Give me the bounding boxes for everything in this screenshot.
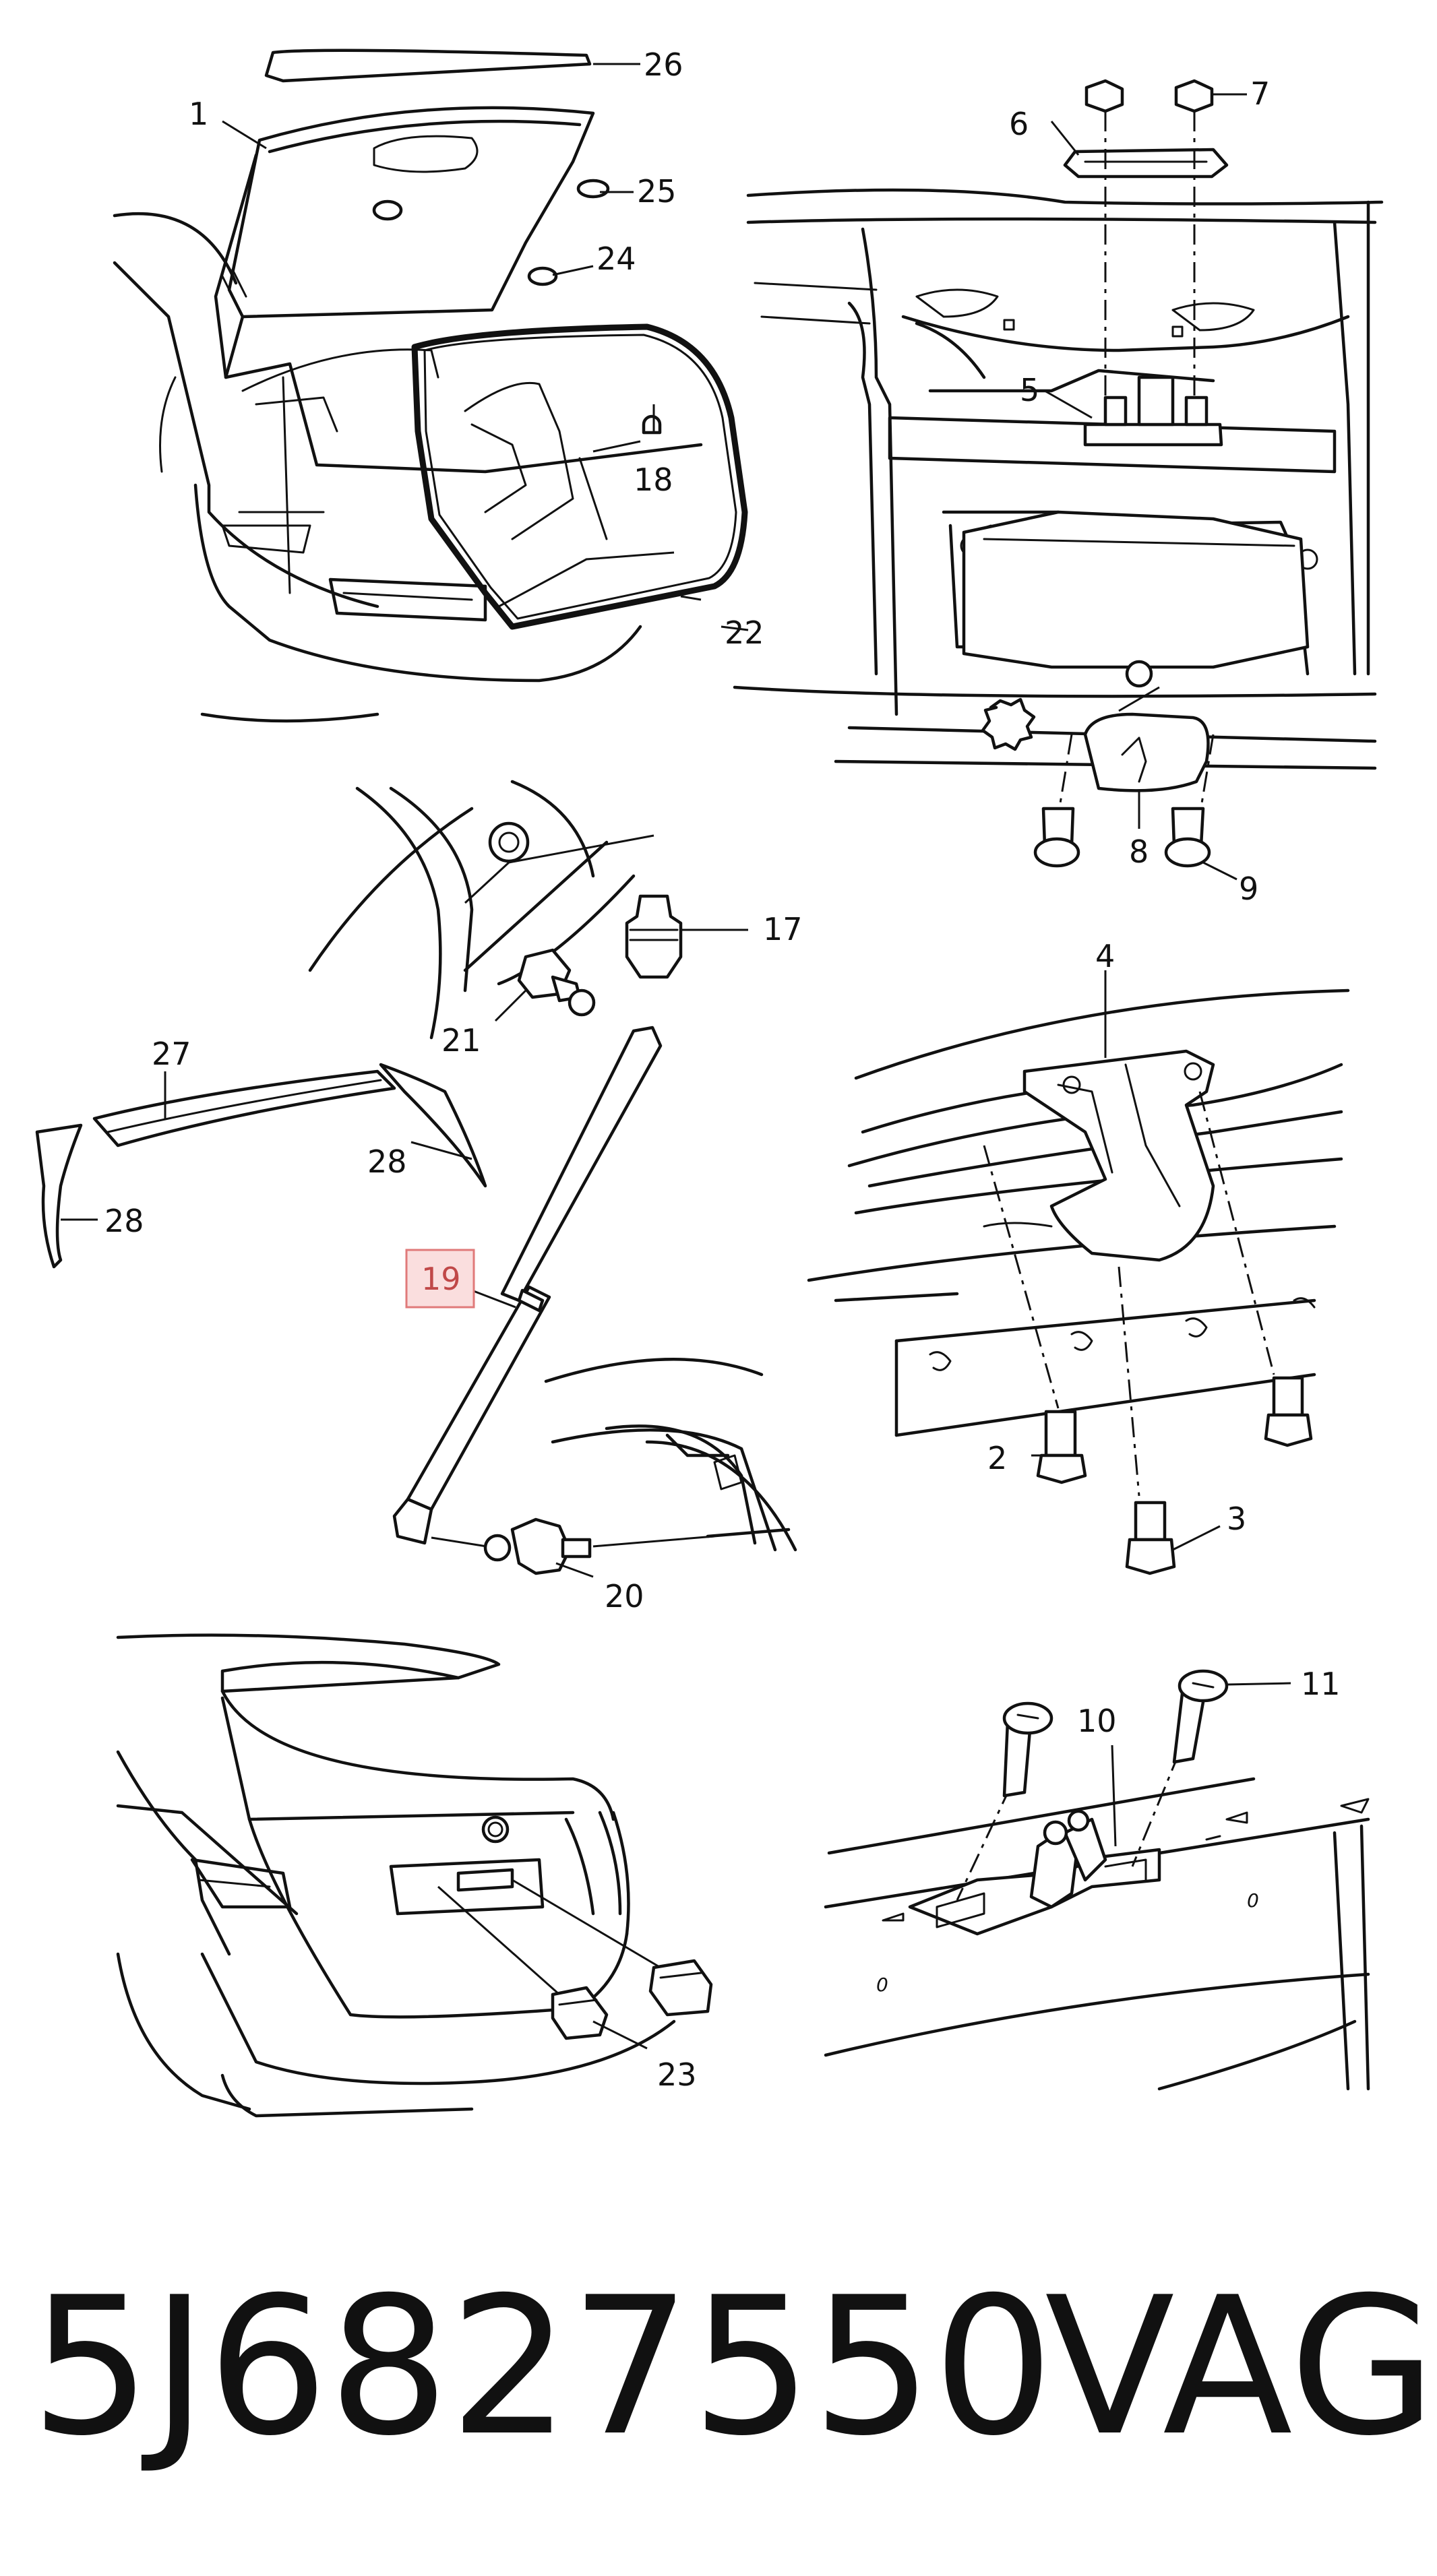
callout-22: 22 [725, 615, 764, 651]
tailgate-seal-22 [411, 323, 748, 630]
star-nut [981, 697, 1036, 751]
callout-5: 5 [1020, 372, 1039, 408]
callout-9: 9 [1239, 871, 1258, 907]
svg-text:0: 0 [876, 1974, 888, 1996]
callout-4: 4 [1095, 938, 1115, 974]
nut-6 [1084, 79, 1124, 113]
callout-19: 19 [421, 1261, 461, 1297]
bolt-3 [1134, 1501, 1167, 1542]
callout-23: 23 [657, 2056, 697, 2093]
callout-2: 2 [987, 1440, 1007, 1476]
trim-cap-28b [35, 1123, 83, 1269]
callout-26: 26 [644, 46, 683, 83]
callout-leaders [61, 63, 1247, 2050]
striker-8 [1083, 712, 1210, 792]
bolt-2 [1044, 1410, 1077, 1457]
nut-7 [1174, 79, 1214, 113]
bolt-4 [1272, 1376, 1304, 1417]
light-housing-6 [1063, 148, 1229, 179]
callout-numbers: 1 26 25 24 18 22 6 7 5 8 9 17 21 4 27 28… [104, 46, 1341, 2093]
callout-24: 24 [597, 241, 636, 277]
callout-25: 25 [637, 173, 677, 210]
brand-name: VAG [1045, 2256, 1436, 2478]
callout-10: 10 [1077, 1703, 1117, 1739]
trim-panel-27 [92, 1069, 396, 1148]
striker-plate-view: 0 0 [824, 1669, 1370, 2091]
callout-27: 27 [152, 1036, 191, 1072]
tailgate-open-view [113, 49, 748, 723]
grommet-25 [372, 199, 403, 221]
callout-21: 21 [441, 1022, 481, 1059]
bracket-17 [625, 894, 683, 979]
bracket-5 [1083, 422, 1223, 447]
callout-8: 8 [1129, 834, 1149, 870]
grommet-24 [527, 266, 558, 286]
callout-20: 20 [605, 1578, 644, 1614]
gas-strut-view [35, 780, 797, 1575]
rear-view [116, 1633, 713, 2118]
gas-strut-19 [500, 1026, 663, 1302]
part-number: 5J6827550 [30, 2256, 1054, 2478]
trim-panel-view [733, 79, 1384, 868]
callout-28-right: 28 [367, 1143, 407, 1180]
callout-11: 11 [1301, 1666, 1341, 1702]
callout-1: 1 [189, 96, 208, 132]
callout-28-left: 28 [104, 1203, 144, 1239]
callout-6: 6 [1009, 106, 1029, 142]
spoiler-26 [264, 49, 592, 83]
plate-light-23a [551, 1986, 609, 2040]
plate-light-23b [648, 1959, 713, 2017]
callout-3: 3 [1227, 1501, 1246, 1537]
lock-mechanism-view [807, 988, 1350, 1575]
trim-cap-28 [379, 1063, 487, 1188]
callout-7: 7 [1250, 75, 1270, 112]
svg-text:0: 0 [1247, 1889, 1259, 1912]
lock-bracket-4 [1022, 1049, 1215, 1262]
callout-19-highlight [405, 1249, 475, 1309]
plug-18 [642, 414, 662, 435]
callout-17: 17 [763, 911, 803, 947]
callout-18: 18 [634, 462, 673, 498]
ball-stud-20 [510, 1517, 572, 1575]
